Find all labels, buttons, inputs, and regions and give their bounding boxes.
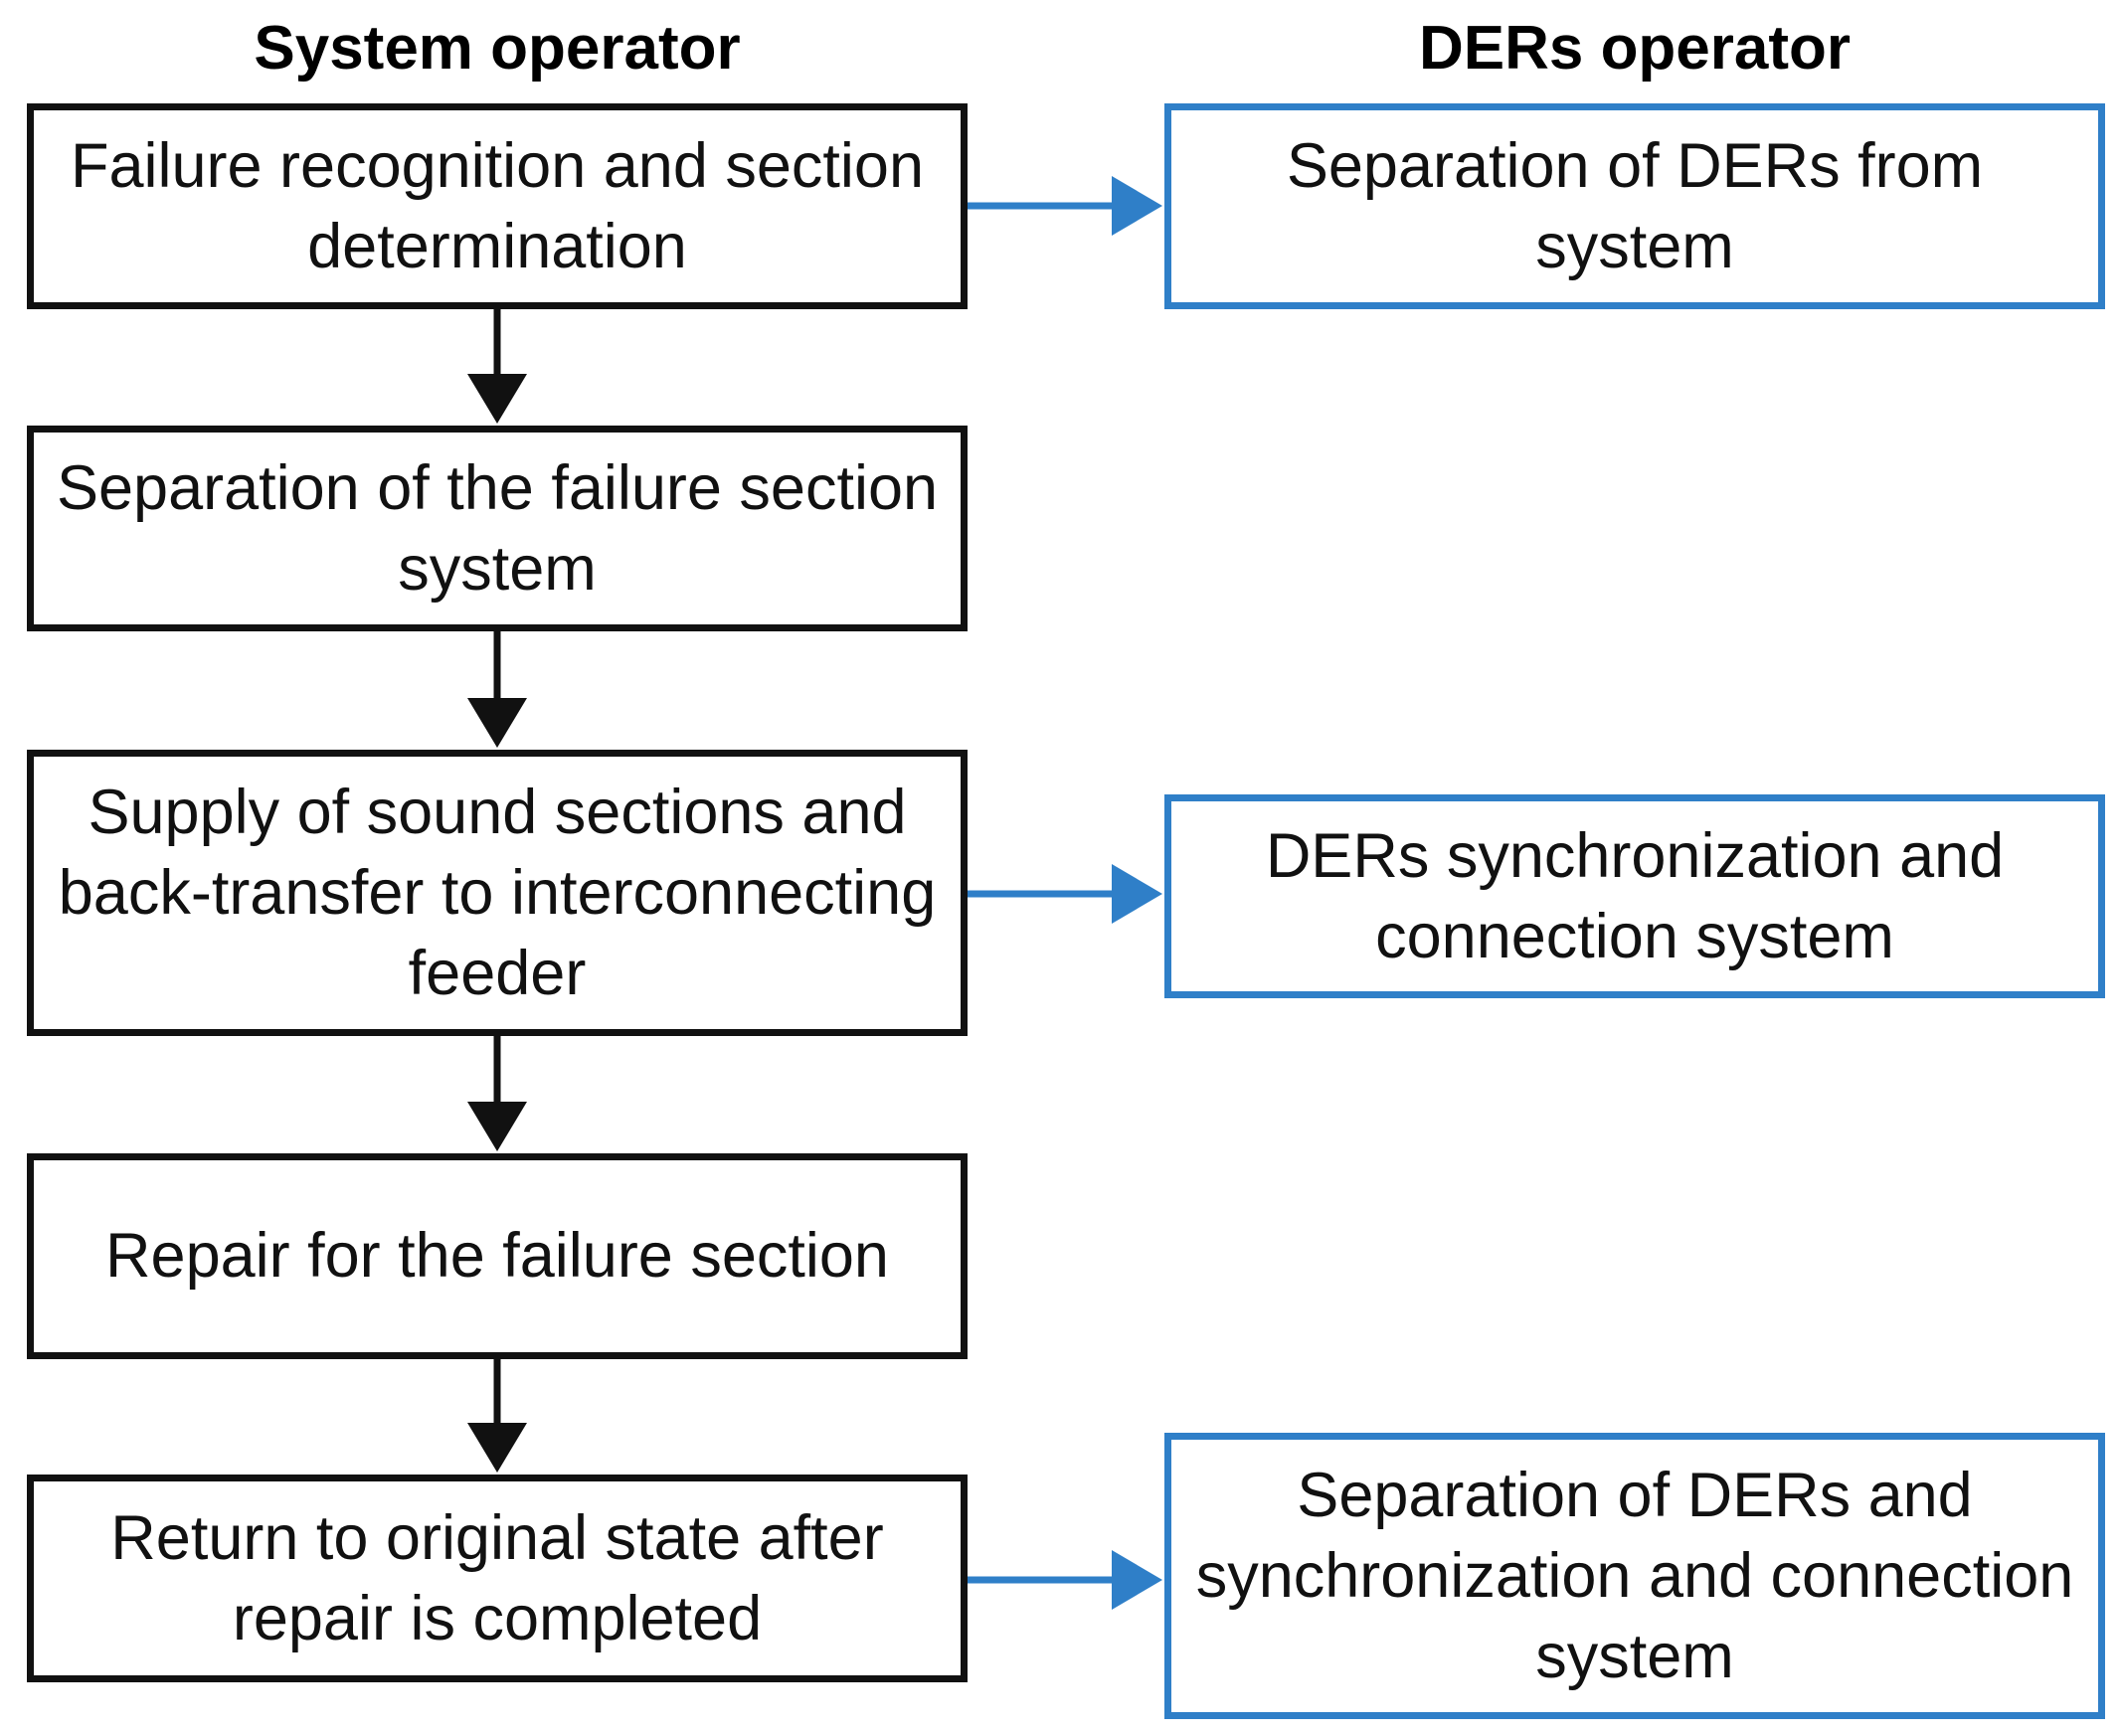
system-operator-header: System operator — [254, 14, 741, 83]
step-failure-recognition-label: Failure recognition and section determin… — [70, 130, 924, 281]
step-repair-failure-section: Repair for the failure section — [27, 1153, 968, 1359]
der-step-separation-from-system-label: Separation of DERs from system — [1286, 130, 1984, 281]
step-repair-failure-section-label: Repair for the failure section — [105, 1221, 889, 1291]
arrow-step3-to-step4 — [467, 1036, 527, 1151]
der-step-synchronization-connection-label: DERs synchronization and connection syst… — [1265, 820, 2005, 971]
arrow-step4-to-step5 — [467, 1359, 527, 1473]
arrow-step5-to-der3 — [968, 1550, 1162, 1610]
der-step-separation-and-synchronization: Separation of DERs and synchronization a… — [1164, 1433, 2105, 1719]
step-supply-sound-sections: Supply of sound sections and back-transf… — [27, 750, 968, 1036]
der-step-synchronization-connection: DERs synchronization and connection syst… — [1164, 794, 2105, 998]
der-step-separation-from-system: Separation of DERs from system — [1164, 103, 2105, 309]
ders-operator-header: DERs operator — [1418, 14, 1852, 83]
step-return-original-state: Return to original state after repair is… — [27, 1475, 968, 1682]
step-separation-failure-section-label: Separation of the failure section system — [56, 452, 939, 604]
arrow-step3-to-der2 — [968, 864, 1162, 924]
arrow-step1-to-der1 — [968, 176, 1162, 236]
step-return-original-state-label: Return to original state after repair is… — [110, 1502, 884, 1653]
step-separation-failure-section: Separation of the failure section system — [27, 426, 968, 631]
der-step-separation-and-synchronization-label: Separation of DERs and synchronization a… — [1195, 1460, 2074, 1691]
arrow-step2-to-step3 — [467, 631, 527, 748]
step-supply-sound-sections-label: Supply of sound sections and back-transf… — [58, 777, 937, 1008]
arrow-step1-to-step2 — [467, 309, 527, 424]
step-failure-recognition: Failure recognition and section determin… — [27, 103, 968, 309]
